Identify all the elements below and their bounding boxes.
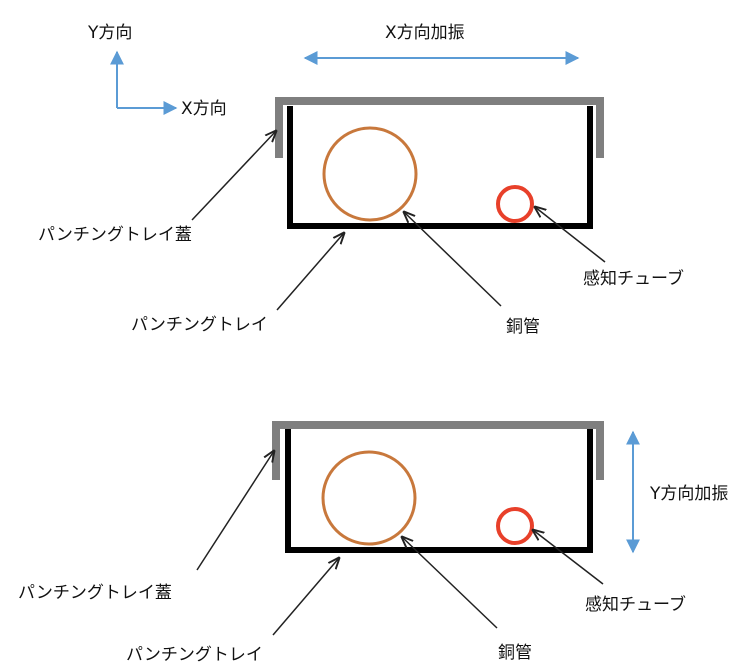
bottom-panel: Y方向加振 パンチングトレイ蓋 パンチングトレイ 銅管 感知チューブ [18,421,728,665]
tray-lid [272,421,604,480]
bottom-lid-label: パンチングトレイ蓋 [18,583,172,603]
axis-legend-y-label: Y方向 [87,23,132,43]
sensing-tube [496,185,534,223]
bottom-pipe-leader [402,537,498,629]
sensing-tube [496,507,534,545]
punching-tray [285,429,593,553]
punching-tray [287,106,593,229]
top-lid-leader [191,131,276,221]
bottom-tube-leader [533,530,604,585]
bottom-vibration-label: Y方向加振 [649,484,728,504]
bottom-tray-leader [272,558,339,636]
axis-legend-x-label: X方向 [181,99,227,119]
top-pipe-leader [404,212,502,307]
top-vibration-label: X方向加振 [385,23,465,43]
top-tube-label: 感知チューブ [583,268,684,289]
copper-pipe [321,450,417,546]
bottom-tube-label: 感知チューブ [585,594,686,615]
axis-legend: Y方向 X方向 [87,23,227,119]
copper-pipe [322,126,418,222]
bottom-tray-label: パンチングトレイ [126,645,263,665]
top-pipe-label: 銅管 [506,317,540,337]
top-lid-label: パンチングトレイ蓋 [38,225,192,245]
top-tray-label: パンチングトレイ [131,315,268,335]
top-tube-leader [535,207,606,263]
top-panel: X方向加振 パンチングトレイ蓋 パンチングトレイ 銅管 感知チューブ [38,23,684,337]
tray-lid [275,97,604,158]
bottom-pipe-label: 銅管 [498,643,532,663]
top-tray-leader [276,233,344,311]
bottom-lid-leader [196,451,274,571]
